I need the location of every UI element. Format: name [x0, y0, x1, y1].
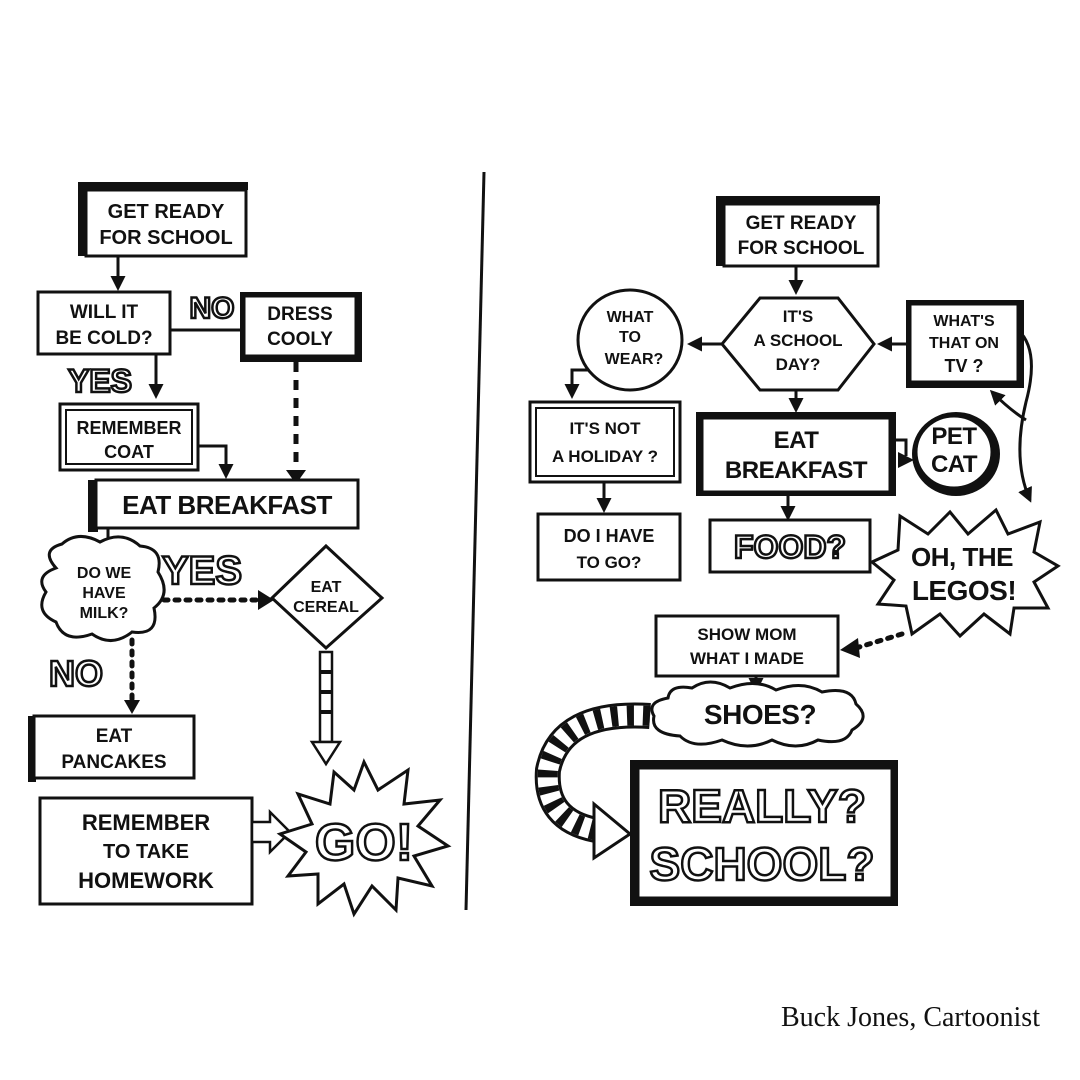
right-shoes-label: SHOES?	[704, 699, 816, 730]
left-dress-line1: DRESS	[267, 304, 332, 325]
right-food-box: FOOD?	[708, 518, 872, 574]
right-really-box: REALLY? SCHOOL?	[630, 760, 898, 906]
striped-arrow-to-go	[309, 650, 343, 767]
right-breakfast-box: EAT BREAKFAST	[696, 412, 896, 496]
arrowhead-showmom	[840, 638, 860, 658]
left-cold-box: WILL IT BE COLD?	[36, 290, 172, 356]
arrow-wear-holiday	[564, 368, 588, 399]
left-flowchart: GET READY FOR SCHOOL WILL IT BE COLD? NO…	[28, 182, 452, 918]
left-milk-line2: HAVE	[82, 585, 126, 602]
left-milk-cloud: DO WE HAVE MILK?	[40, 535, 166, 642]
left-breakfast-label: EAT BREAKFAST	[122, 490, 332, 520]
right-legos-line2: LEGOS!	[912, 575, 1016, 606]
left-cereal-line1: EAT	[311, 579, 342, 596]
right-shoes-cloud: SHOES?	[650, 680, 865, 748]
right-breakfast-line2: BREAKFAST	[725, 457, 868, 484]
striped-arrow-to-really	[534, 702, 651, 861]
right-petcat-line2: CAT	[931, 451, 978, 478]
right-wear-line2: TO	[619, 329, 641, 346]
right-really-line1: REALLY?	[658, 780, 866, 832]
left-pancakes-box: EAT PANCAKES	[28, 714, 196, 782]
right-havetogo-line2: TO GO?	[577, 553, 642, 572]
right-havetogo-box: DO I HAVE TO GO?	[536, 512, 682, 582]
right-showmom-line2: WHAT I MADE	[690, 649, 804, 668]
right-wear-circle: WHAT TO WEAR?	[576, 288, 684, 392]
left-milk-line3: MILK?	[80, 605, 129, 622]
arrowhead-dress-breakfast	[286, 470, 306, 484]
right-tv-line2: THAT ON	[929, 335, 999, 352]
arrow-homework-go	[250, 808, 292, 856]
left-no-label: NO	[190, 292, 235, 325]
arrow-coat-breakfast	[198, 444, 234, 479]
right-schoolday-line2: A SCHOOL	[753, 331, 842, 350]
left-cold-line1: WILL IT	[70, 302, 139, 323]
right-showmom-line1: SHOW MOM	[697, 625, 796, 644]
arrow-tv-legos	[1016, 328, 1033, 503]
cartoonist-credit: Buck Jones, Cartoonist	[781, 1002, 1040, 1033]
left-homework-box: REMEMBER TO TAKE HOMEWORK	[38, 796, 254, 906]
right-breakfast-line1: EAT	[774, 427, 820, 454]
left-homework-line2: TO TAKE	[103, 841, 189, 863]
left-get-ready-line2: FOR SCHOOL	[99, 227, 232, 249]
right-really-line2: SCHOOL?	[650, 838, 875, 890]
left-pancakes-line1: EAT	[96, 726, 133, 747]
right-schoolday-hex: IT'S A SCHOOL DAY?	[720, 296, 876, 392]
right-get-ready-line1: GET READY	[746, 213, 857, 234]
right-schoolday-line3: DAY?	[776, 355, 821, 374]
left-breakfast-box: EAT BREAKFAST	[88, 478, 360, 532]
right-tv-box: WHAT'S THAT ON TV ?	[906, 300, 1024, 388]
left-dress-box: DRESS COOLY	[240, 292, 362, 362]
right-wear-line1: WHAT	[607, 309, 654, 326]
left-coat-box: REMEMBER COAT	[58, 402, 200, 472]
right-petcat-oval: PET CAT	[912, 412, 1000, 496]
right-flowchart: GET READY FOR SCHOOL IT'S A SCHOOL DAY? …	[528, 196, 1061, 906]
left-get-ready-line1: GET READY	[108, 201, 225, 223]
left-yes-big: YES	[162, 549, 242, 593]
arrowhead-pancakes	[124, 700, 140, 714]
left-go-burst: GO!	[276, 758, 452, 918]
arrowhead-cereal	[258, 590, 274, 610]
left-no-big: NO	[49, 653, 103, 694]
left-homework-line1: REMEMBER	[82, 810, 210, 835]
left-cold-line2: BE COLD?	[55, 328, 152, 349]
dotted-legos-showmom	[853, 631, 905, 651]
right-schoolday-line1: IT'S	[783, 307, 814, 326]
right-petcat-line1: PET	[931, 423, 977, 450]
left-coat-line2: COAT	[104, 442, 154, 462]
left-cereal-diamond: EAT CEREAL	[269, 543, 385, 651]
right-havetogo-line1: DO I HAVE	[564, 526, 655, 546]
left-pancakes-line2: PANCAKES	[61, 752, 166, 773]
right-holiday-box: IT'S NOT A HOLIDAY ?	[528, 400, 682, 484]
right-food-label: FOOD?	[734, 529, 846, 565]
right-tv-line3: TV ?	[945, 356, 984, 376]
right-wear-line3: WEAR?	[605, 351, 664, 368]
right-showmom-box: SHOW MOM WHAT I MADE	[654, 614, 840, 678]
left-dress-line2: COOLY	[267, 329, 333, 350]
left-go-label: GO!	[315, 814, 413, 872]
panel-divider	[464, 171, 486, 911]
left-milk-line1: DO WE	[77, 565, 132, 582]
right-get-ready-box: GET READY FOR SCHOOL	[716, 196, 880, 268]
left-get-ready-box: GET READY FOR SCHOOL	[78, 182, 248, 258]
right-legos-line1: OH, THE	[911, 542, 1013, 572]
connector-breakfast-cat	[890, 438, 908, 456]
arrow-legos-tv	[989, 389, 1027, 422]
left-yes-label: YES	[68, 363, 132, 399]
left-homework-line3: HOMEWORK	[78, 868, 214, 893]
right-tv-line1: WHAT'S	[933, 313, 995, 330]
right-get-ready-line2: FOR SCHOOL	[738, 238, 865, 259]
arrowhead-cat	[898, 452, 914, 468]
right-holiday-line1: IT'S NOT	[569, 419, 641, 438]
left-cereal-line2: CEREAL	[293, 599, 359, 616]
left-coat-line1: REMEMBER	[76, 418, 181, 438]
right-legos-burst: OH, THE LEGOS!	[869, 507, 1061, 639]
right-holiday-line2: A HOLIDAY ?	[552, 447, 658, 466]
